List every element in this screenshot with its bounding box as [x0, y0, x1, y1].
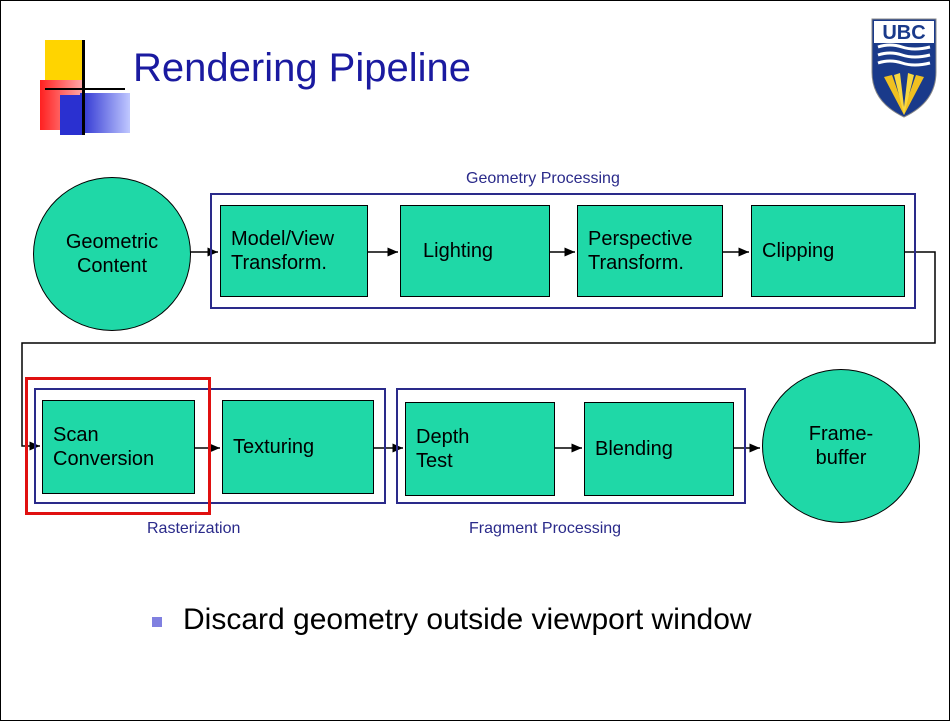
perspective-transform-label: Perspective Transform. — [588, 228, 693, 274]
bullet-text: Discard geometry outside viewport window — [183, 603, 752, 636]
logo-text: UBC — [882, 22, 925, 44]
corner-decoration — [40, 40, 130, 140]
fragment-processing-label: Fragment Processing — [469, 520, 622, 537]
texturing-stage: Texturing — [222, 400, 374, 494]
depth-test-label: Depth Test — [416, 426, 470, 472]
geometry-processing-group — [210, 193, 916, 309]
framebuffer-node: Frame- buffer — [762, 369, 920, 523]
lighting-label: Lighting — [423, 240, 494, 262]
slide-title: Rendering Pipeline — [133, 46, 472, 90]
blending-stage: Blending — [584, 402, 734, 496]
ubc-logo: UBC — [870, 17, 938, 124]
model-view-transform-label: Model/View Transform. — [231, 228, 335, 274]
scan-conversion-highlight — [25, 377, 211, 515]
model-view-transform-stage: Model/View Transform. — [220, 205, 368, 297]
rasterization-label: Rasterization — [147, 520, 241, 537]
blending-label: Blending — [595, 438, 673, 460]
scan-conversion-stage: Scan Conversion — [42, 400, 195, 494]
texturing-label: Texturing — [233, 436, 315, 458]
clipping-label: Clipping — [762, 240, 835, 262]
perspective-transform-stage: Perspective Transform. — [577, 205, 723, 297]
bullet-marker — [152, 617, 162, 627]
lighting-stage: Lighting — [400, 205, 550, 297]
geometric-content-node: Geometric Content — [33, 177, 191, 331]
geometry-processing-label: Geometry Processing — [466, 170, 620, 187]
clipping-stage: Clipping — [751, 205, 905, 297]
scan-conversion-label: Scan Conversion — [53, 424, 155, 470]
depth-test-stage: Depth Test — [405, 402, 555, 496]
fragment-processing-group — [396, 388, 746, 504]
